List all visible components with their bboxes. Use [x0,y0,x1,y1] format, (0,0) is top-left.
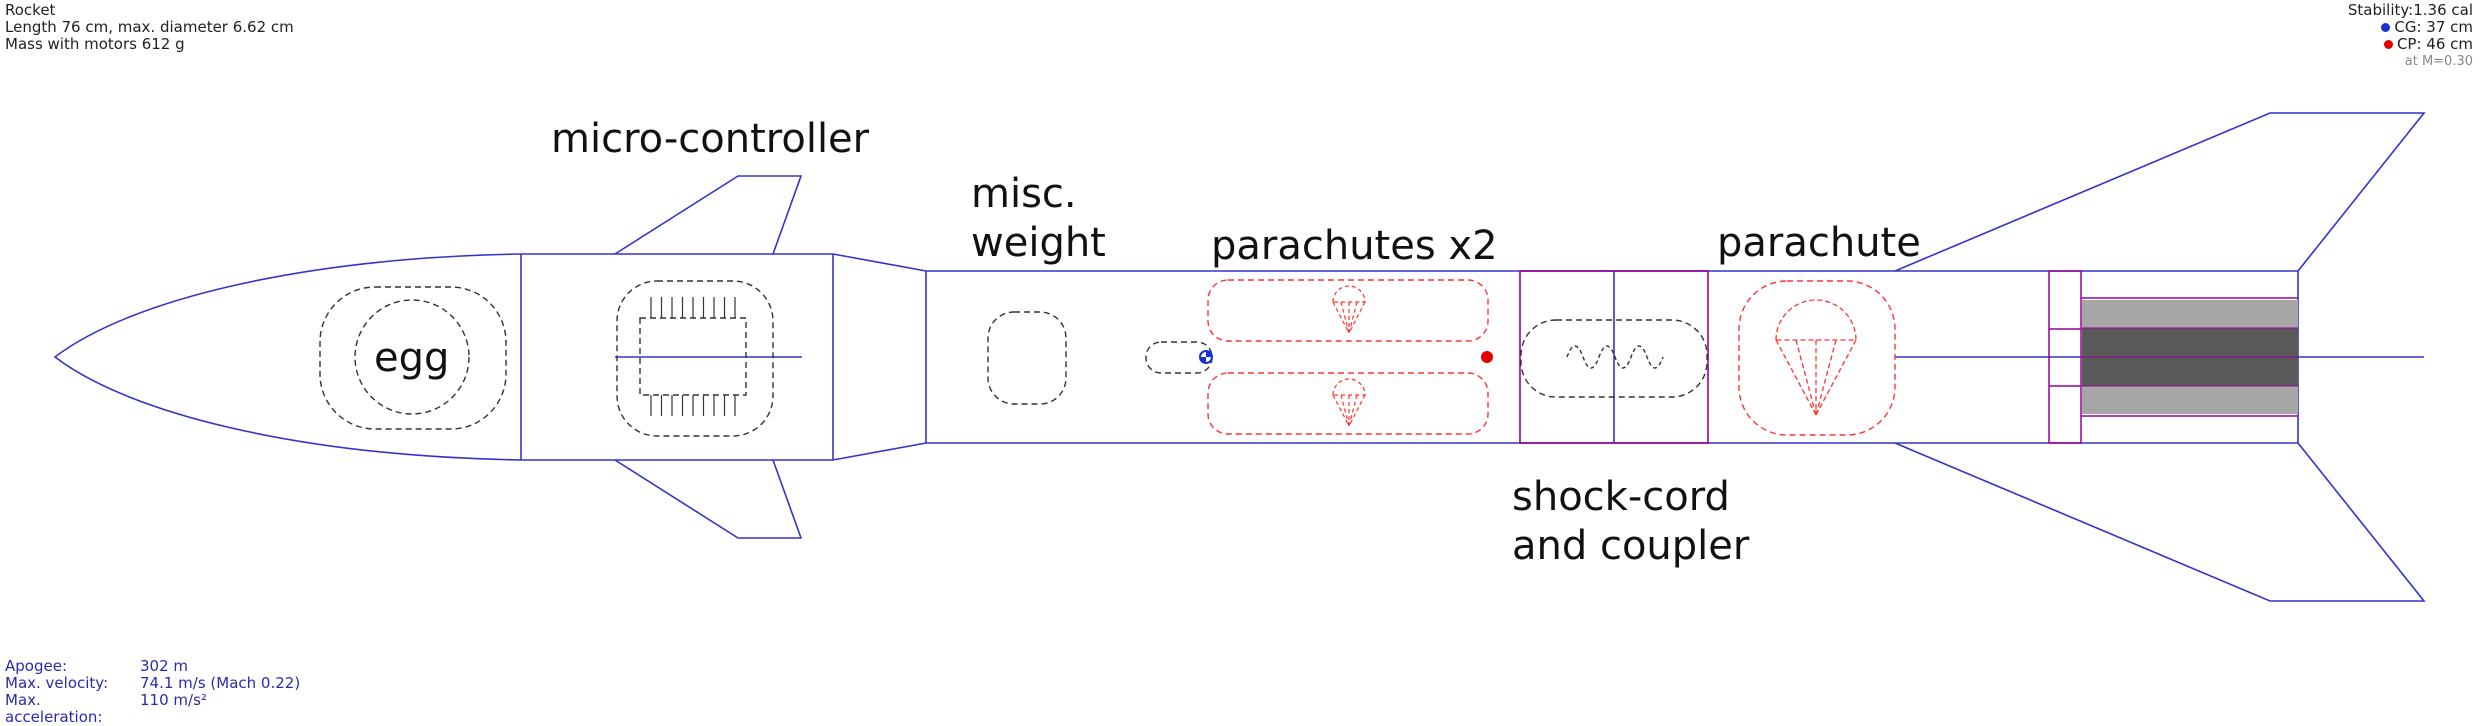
label-and-coupler: and coupler [1512,523,1750,569]
chip-pins [650,297,736,416]
cp-readout: CP: 46 cm [2348,36,2473,53]
rocket-diagram: egg micro-controller misc. weight parach… [53,112,2426,602]
canard-bottom [614,459,803,539]
cg-readout: CG: 37 cm [2348,19,2473,36]
rocket-mass: Mass with motors 612 g [5,35,185,53]
parachute-icon [1775,299,1857,416]
parachute-icon-small [1332,285,1366,427]
shock-cord-icon [1566,345,1664,369]
label-egg: egg [374,335,449,381]
misc-weight [987,311,1067,405]
egg-compartment [319,286,507,430]
label-misc: misc. [971,171,1077,217]
cp-icon [2383,40,2393,49]
transition-top [832,253,927,272]
cg-pill [1145,341,1213,374]
rocket-info: Rocket Length 76 cm, max. diameter 6.62 … [5,2,294,53]
cp-marker [1481,351,1493,363]
label-micro-controller: micro-controller [551,116,870,162]
mach-note: at M=0.30 [2404,54,2473,69]
front-canards [614,175,803,539]
cg-marker [1199,350,1213,364]
stability-value: Stability:1.36 cal [2347,1,2473,19]
egg-icon [354,299,470,415]
fin-top [1894,112,2426,272]
canard-top [614,175,803,255]
rear-fins [1894,112,2426,602]
fin-bottom [1894,442,2426,602]
cg-icon [2381,23,2391,32]
motor-mount [2048,270,2298,444]
rocket-name: Rocket [5,1,56,19]
parachutes-x2 [1207,279,1489,435]
stability-info: Stability:1.36 cal CG: 37 cm CP: 46 cm a… [2348,2,2473,70]
label-parachutes-x2: parachutes x2 [1211,223,1498,269]
rocket-dimensions: Length 76 cm, max. diameter 6.62 cm [5,18,294,36]
shock-cord-bag [1520,319,1708,398]
transition-bottom [832,442,927,461]
micro-controller-bay [616,280,774,437]
label-parachute: parachute [1717,220,1921,266]
coupler [1519,270,1709,444]
velocity-row: Max. velocity:74.1 m/s (Mach 0.22) [5,674,301,692]
parachute-bay [1738,280,1896,436]
label-shock-cord: shock-cord [1512,474,1730,520]
motor-casing [2082,300,2298,414]
nose-cone [53,253,522,461]
label-weight: weight [971,220,1106,266]
apogee-row: Apogee:302 m [5,657,189,675]
